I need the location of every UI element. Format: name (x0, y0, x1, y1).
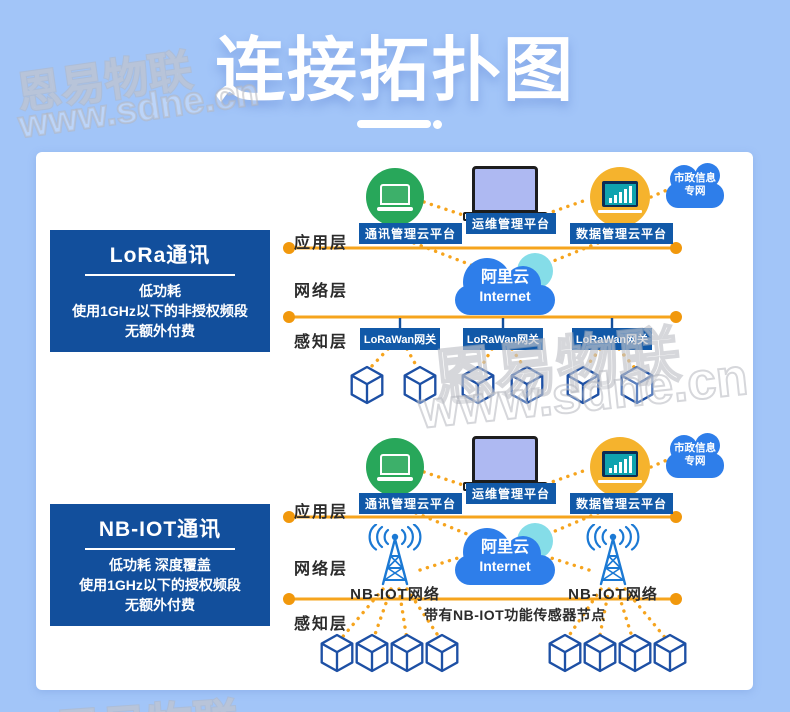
sensor-cube-icon (425, 633, 459, 673)
nbiot-layer-application: 应用层 (294, 504, 349, 521)
lora-platform-ops: 运维管理平台 (466, 213, 557, 234)
laptop-screen (472, 166, 538, 213)
nbiot-layer-perception: 感知层 (294, 616, 349, 633)
laptop-icon (366, 438, 424, 496)
title-underline-dot (433, 120, 442, 129)
nbiot-platform-data: 数据管理云平台 (570, 493, 674, 514)
sensor-cube-icon (653, 633, 687, 673)
nbiot-info-box: NB-IOT通讯 低功耗 深度覆盖 使用1GHz以下的授权频段 无额外付费 (50, 504, 270, 626)
sensor-cube-icon (566, 365, 600, 405)
divider (85, 548, 235, 550)
title-underline (357, 120, 431, 128)
sensor-cube-icon (510, 365, 544, 405)
lora-gateway: LoRaWan网关 (360, 328, 440, 350)
lora-info-box: LoRa通讯 低功耗 使用1GHz以下的非授权频段 无额外付费 (50, 230, 270, 352)
laptop-screen (380, 453, 410, 475)
chart-monitor-icon (590, 167, 650, 227)
alicloud-label: 阿里云 (480, 539, 529, 556)
lora-info-title: LoRa通讯 (109, 244, 211, 267)
sensor-cube-icon (461, 365, 495, 405)
municipal-network-label: 市政信息专网 (674, 172, 716, 198)
internet-label: Internet (479, 288, 531, 304)
lora-info-line: 使用1GHz以下的非授权频段 (72, 302, 248, 319)
lora-layer-network: 网络层 (294, 283, 349, 300)
nbiot-network-label: NB-IOT网络 (350, 586, 440, 603)
nbiot-info-title: NB-IOT通讯 (98, 518, 222, 541)
monitor-stand (598, 210, 642, 213)
bar-chart-icon (604, 183, 636, 205)
lora-layer-perception: 感知层 (294, 334, 349, 351)
nbiot-sensor-note: 带有NB-IOT功能传感器节点 (424, 607, 606, 623)
sensor-cube-icon (403, 365, 437, 405)
lora-info-line: 无额外付费 (125, 322, 195, 339)
sensor-cube-icon (548, 633, 582, 673)
lora-layer-application: 应用层 (294, 235, 349, 252)
laptop-icon (366, 168, 424, 226)
lora-gateway: LoRaWan网关 (572, 328, 652, 350)
sensor-cube-icon (320, 633, 354, 673)
bar-chart-icon (604, 453, 636, 475)
nbiot-network-label: NB-IOT网络 (568, 586, 658, 603)
municipal-network-label: 市政信息专网 (674, 442, 716, 468)
nbiot-tower-icon (586, 524, 640, 586)
nbiot-info-line: 使用1GHz以下的授权频段 (79, 576, 241, 593)
municipal-network-cloud-icon: 市政信息专网 (666, 433, 724, 478)
page-title: 连接拓扑图 (215, 31, 575, 109)
laptop-base (377, 476, 413, 481)
chart-monitor-icon (590, 437, 650, 497)
internet-label: Internet (479, 558, 531, 574)
lora-platform-comm: 通讯管理云平台 (359, 223, 463, 244)
sensor-cube-icon (583, 633, 617, 673)
monitor-frame (602, 181, 638, 207)
laptop-screen (472, 436, 538, 483)
divider (85, 274, 235, 276)
municipal-network-cloud-icon: 市政信息专网 (666, 163, 724, 208)
nbiot-info-line: 低功耗 深度覆盖 (109, 557, 211, 573)
alicloud-internet-cloud-icon: 阿里云 Internet (455, 527, 555, 585)
alicloud-label: 阿里云 (480, 269, 529, 286)
sensor-cube-icon (355, 633, 389, 673)
nbiot-platform-ops: 运维管理平台 (466, 483, 557, 504)
monitor-frame (602, 451, 638, 477)
lora-info-line: 低功耗 (139, 283, 181, 299)
laptop-screen (380, 183, 410, 205)
laptop-base (377, 206, 413, 211)
sensor-cube-icon (350, 365, 384, 405)
nbiot-layer-network: 网络层 (294, 561, 349, 578)
nbiot-info-line: 无额外付费 (125, 596, 195, 613)
lora-platform-data: 数据管理云平台 (570, 223, 674, 244)
sensor-cube-icon (390, 633, 424, 673)
nbiot-platform-comm: 通讯管理云平台 (359, 493, 463, 514)
alicloud-internet-cloud-icon: 阿里云 Internet (455, 257, 555, 315)
sensor-cube-icon (620, 365, 654, 405)
lora-gateway: LoRaWan网关 (463, 328, 543, 350)
monitor-stand (598, 480, 642, 483)
nbiot-tower-icon (368, 524, 422, 586)
sensor-cube-icon (618, 633, 652, 673)
